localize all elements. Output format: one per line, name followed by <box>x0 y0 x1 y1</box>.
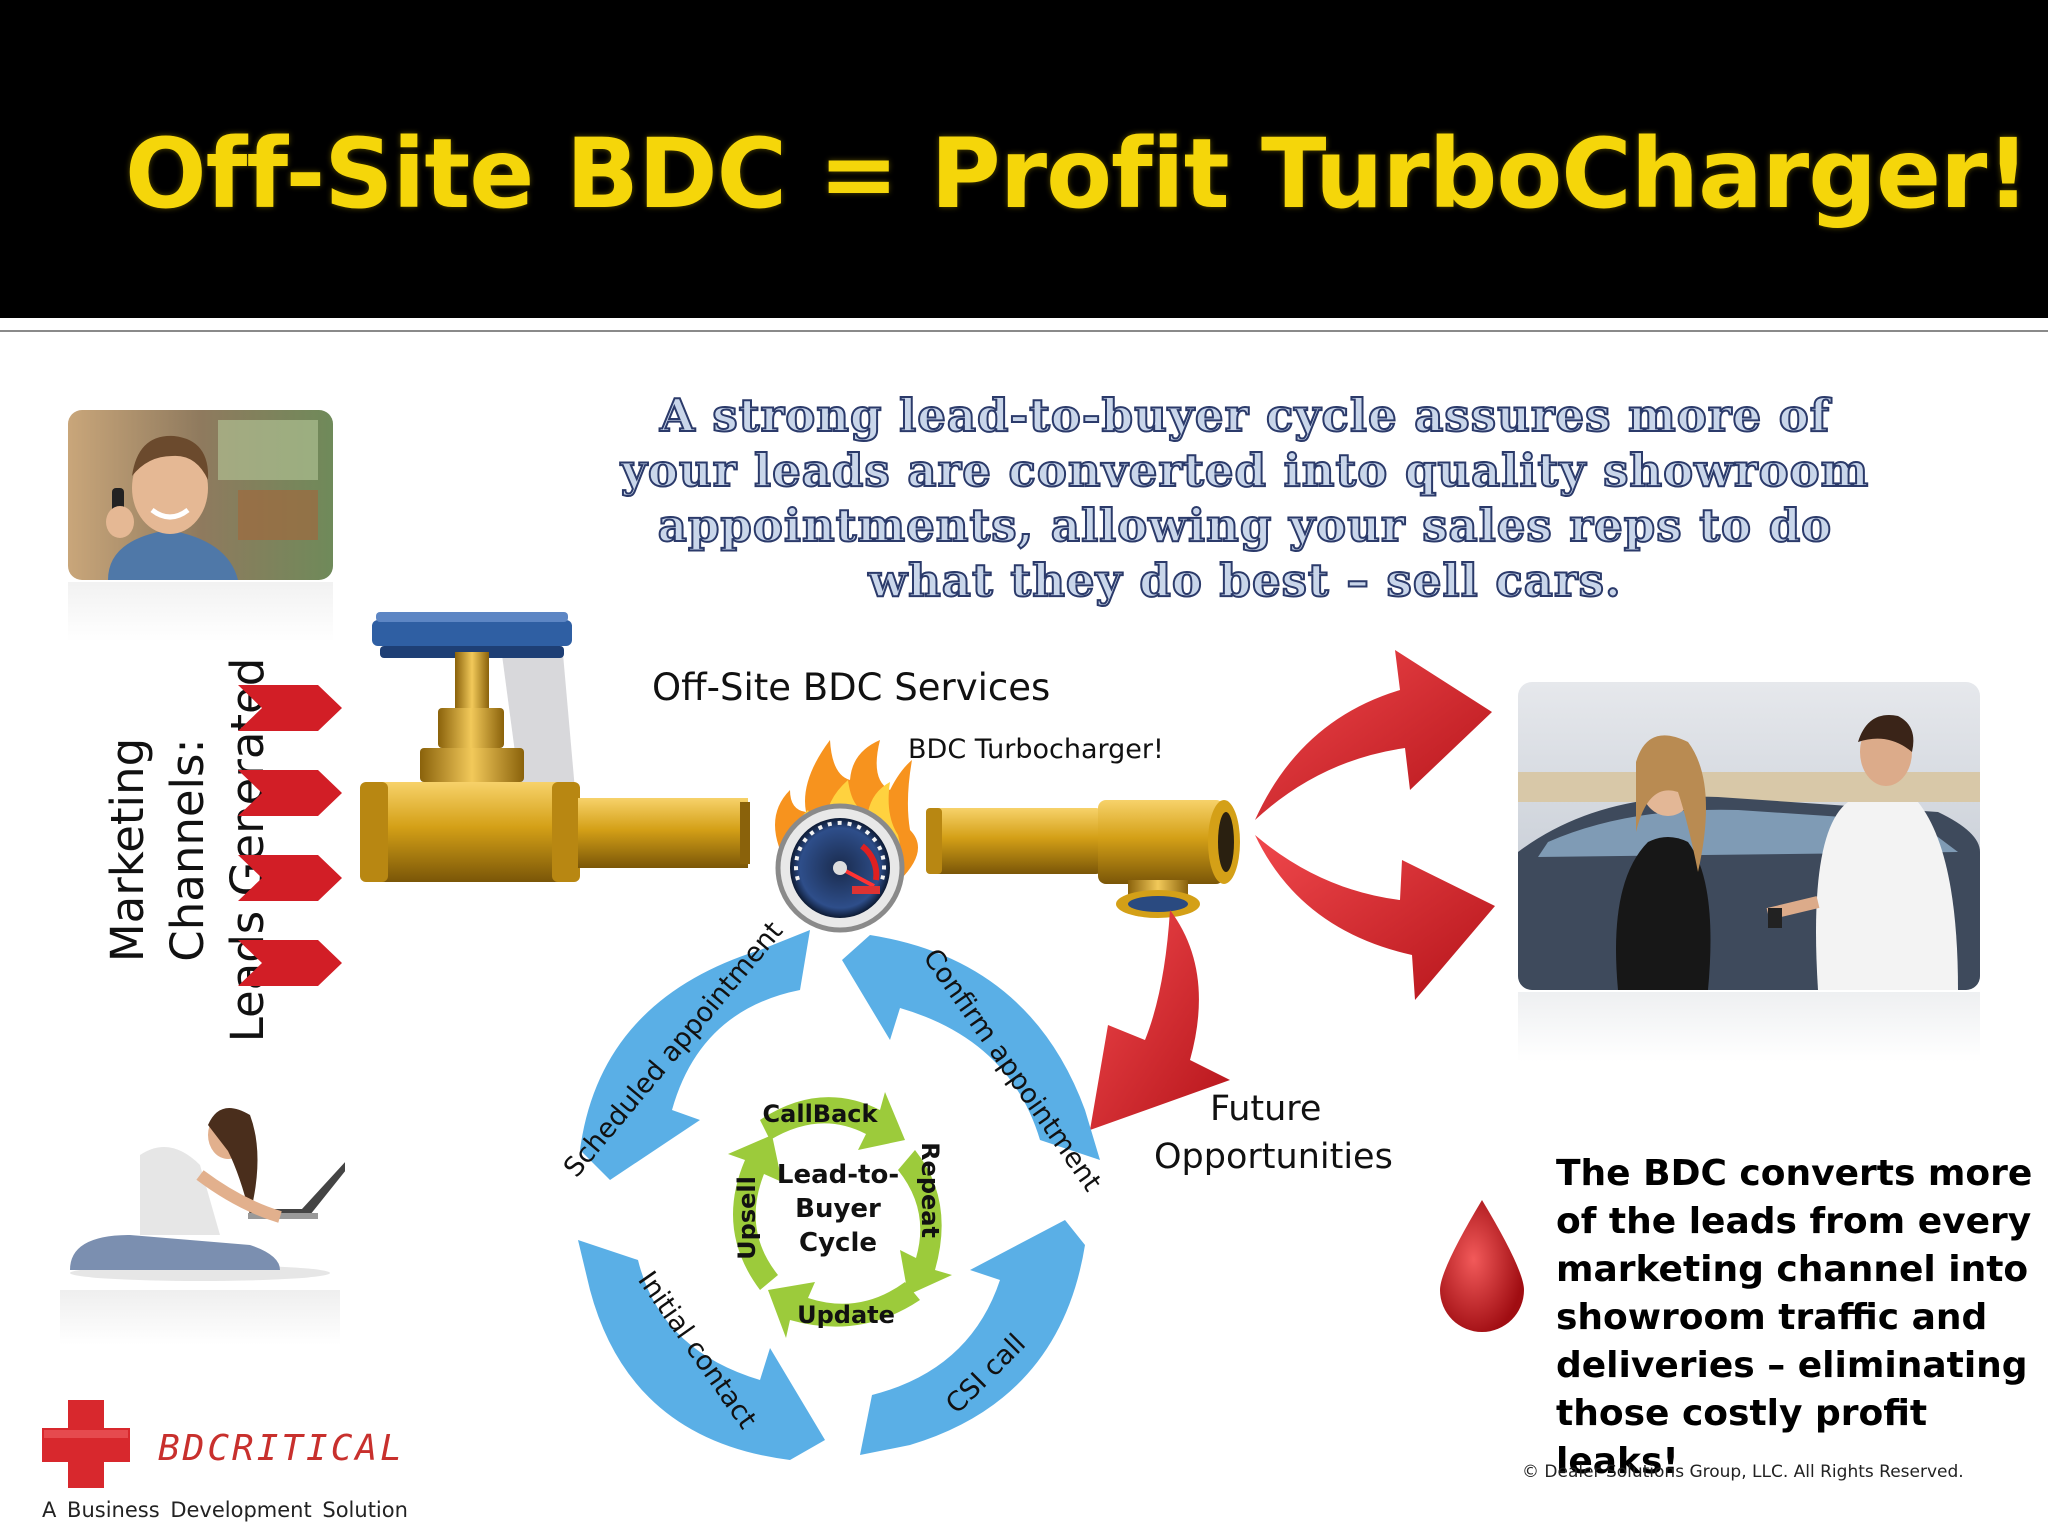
woman-photo-reflection <box>60 1290 340 1345</box>
chevron-arrow-icon <box>238 940 342 986</box>
page-title: Off-Site BDC = Profit TurboCharger! <box>125 118 2030 230</box>
logo-tagline: A Business Development Solution <box>42 1498 408 1522</box>
center-line3: Cycle <box>799 1228 877 1258</box>
outer-cycle <box>578 930 1100 1460</box>
inner-label-repeat: Repeat <box>916 1142 944 1238</box>
logo-name: BDCRITICAL <box>158 1428 405 1469</box>
center-line2: Buyer <box>795 1194 881 1224</box>
man-photo-reflection <box>68 582 333 642</box>
outer-label-confirm: Confirm appointment <box>917 943 1108 1197</box>
curved-arrow-up <box>1255 650 1492 820</box>
cycle-arrow-confirm <box>842 935 1100 1160</box>
cycle-arrow-scheduled <box>580 930 810 1180</box>
inner-label-callback: CallBack <box>763 1100 879 1128</box>
tee-pipe-icon <box>926 800 1240 918</box>
blood-drop-icon <box>1440 1200 1524 1332</box>
copyright: © Dealer Solutions Group, LLC. All Right… <box>1522 1462 1964 1482</box>
valve-icon <box>360 612 750 882</box>
future-line2: Opportunities <box>1154 1137 1393 1177</box>
lead-chevrons <box>238 685 342 986</box>
cycle-arrow-csi <box>860 1220 1085 1455</box>
car-photo-reflection <box>1518 992 1980 1062</box>
chevron-arrow-icon <box>238 855 342 901</box>
title-bar: Off-Site BDC = Profit TurboCharger! <box>0 0 2048 318</box>
car-sale-photo <box>1518 682 1980 990</box>
curved-arrow-future <box>1090 910 1230 1130</box>
woman-laptop-photo <box>50 1095 345 1285</box>
turbo-label: BDC Turbocharger! <box>908 734 1164 765</box>
curved-arrow-down <box>1255 835 1495 1000</box>
services-label: Off-Site BDC Services <box>652 666 1050 709</box>
chevron-arrow-icon <box>238 770 342 816</box>
future-line1: Future <box>1210 1089 1321 1129</box>
man-on-phone-photo <box>68 410 333 580</box>
center-line1: Lead-to- <box>777 1160 899 1190</box>
bottom-message: The BDC converts more of the leads from … <box>1556 1153 2033 1482</box>
tagline: A strong lead-to-buyer cycle assures mor… <box>620 388 1870 608</box>
header-divider <box>0 330 2048 332</box>
chevron-arrow-icon <box>238 685 342 731</box>
inner-label-update: Update <box>797 1301 895 1329</box>
inner-label-upsell: Upsell <box>733 1176 761 1260</box>
turbocharger-gauge-icon <box>775 740 918 933</box>
cycle-arrow-initial <box>578 1240 825 1460</box>
red-cross-logo-icon <box>42 1400 130 1488</box>
inner-cycle <box>728 1092 952 1338</box>
